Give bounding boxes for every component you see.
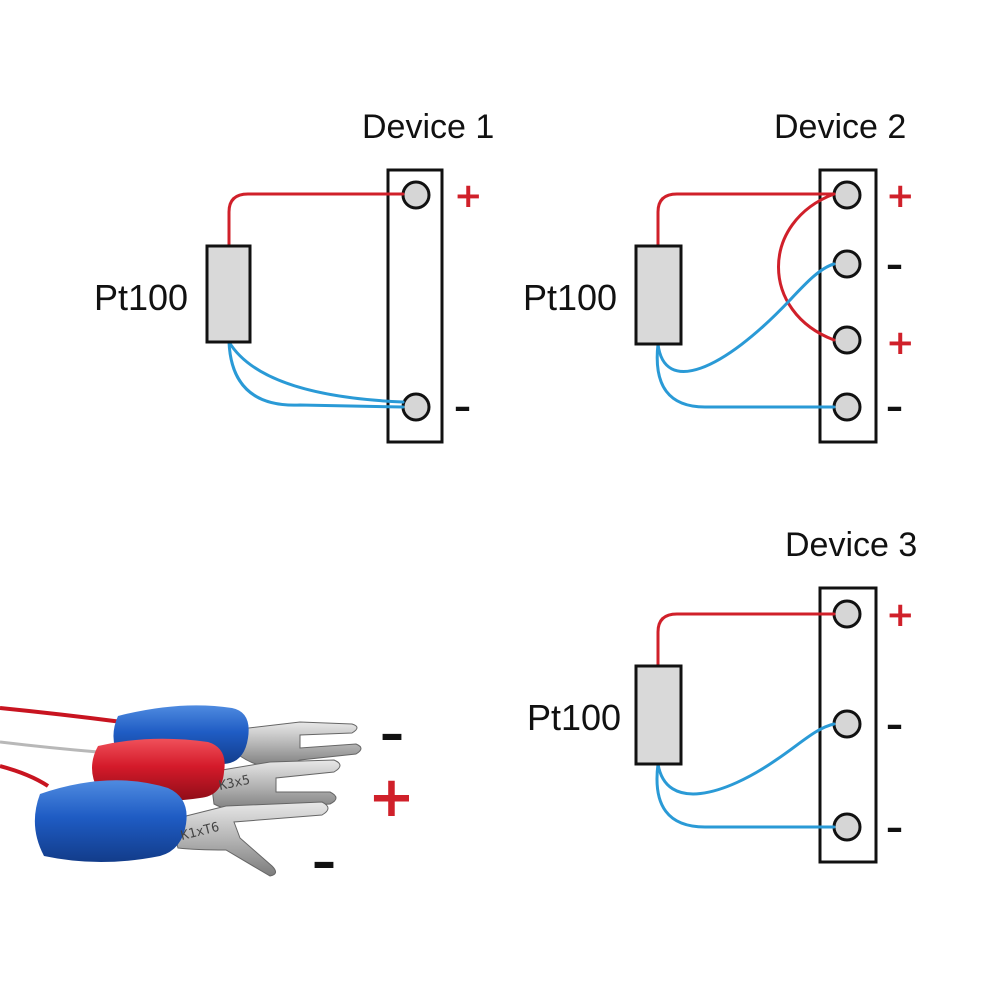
photo-red-lead-wire-lower <box>0 764 50 788</box>
device-1-diagram: Device 1 + – Pt100 <box>94 108 494 444</box>
device-2-terminal-screw-3 <box>832 325 862 355</box>
device-3-pt100-sensor <box>634 664 683 766</box>
device-3-positive-wire <box>656 612 836 668</box>
device-3-sensor-label: Pt100 <box>527 697 621 738</box>
device-3-diagram: Device 3 + – – Pt100 <box>527 526 917 864</box>
device-2-title: Device 2 <box>774 108 906 146</box>
device-2-negative-wire-b <box>655 342 836 409</box>
device-1-sensor-label: Pt100 <box>94 277 188 318</box>
device-1-negative-wire-a <box>227 340 405 409</box>
device-3-terminal-sign-3: – <box>886 808 903 848</box>
device-2-terminal-screw-2 <box>832 249 862 279</box>
device-3-negative-wire-a <box>656 722 836 796</box>
device-2-pt100-sensor <box>634 244 683 346</box>
photo-silver-lead-wire <box>0 740 99 754</box>
device-3-terminal-screw-1 <box>832 599 862 629</box>
photo-blue-connector-bottom: K1xT6 <box>34 780 329 877</box>
device-1-positive-wire <box>227 192 405 250</box>
device-1-negative-wire-b <box>227 340 405 404</box>
svg-text:K3x5: K3x5 <box>218 773 252 794</box>
photo-red-lead-wire <box>0 706 123 724</box>
device-2-terminal-sign-4: – <box>886 387 903 427</box>
device-1-terminal-screw-1 <box>401 180 431 210</box>
device-2-negative-wire-a <box>656 262 836 373</box>
photo-terminal-sign-1: – <box>380 706 404 762</box>
photo-terminal-sign-2: + <box>368 765 415 830</box>
device-1-terminal-sign-1: + <box>454 176 483 216</box>
device-3-terminal-sign-2: – <box>886 705 903 745</box>
device-2-positive-wire <box>656 192 836 248</box>
device-1-terminal-sign-2: – <box>454 387 471 427</box>
device-3-title: Device 3 <box>785 526 917 564</box>
device-2-terminal-sign-2: – <box>886 245 903 285</box>
device-2-terminal-sign-3: + <box>886 323 915 363</box>
device-1-title: Device 1 <box>362 108 494 146</box>
device-2-diagram: Device 2 + – + – Pt100 <box>523 108 915 444</box>
device-3-negative-wire-b <box>655 762 836 829</box>
photo-terminal-sign-3: – <box>312 834 336 890</box>
device-2-terminal-sign-1: + <box>886 176 915 216</box>
device-3-terminal-screw-3 <box>832 812 862 842</box>
spade-connectors-photo: K3x5 K1xT6 – + – <box>0 705 415 890</box>
device-2-sensor-label: Pt100 <box>523 277 617 318</box>
photo-red-connector: K3x5 <box>92 738 341 812</box>
device-2-positive-jumper <box>777 192 836 342</box>
device-1-pt100-sensor <box>205 244 252 344</box>
device-3-terminal-sign-1: + <box>886 595 915 635</box>
device-3-terminal-screw-2 <box>832 709 862 739</box>
device-2-terminal-screw-1 <box>832 180 862 210</box>
device-2-terminal-screw-4 <box>832 392 862 422</box>
device-1-terminal-screw-2 <box>401 392 431 422</box>
